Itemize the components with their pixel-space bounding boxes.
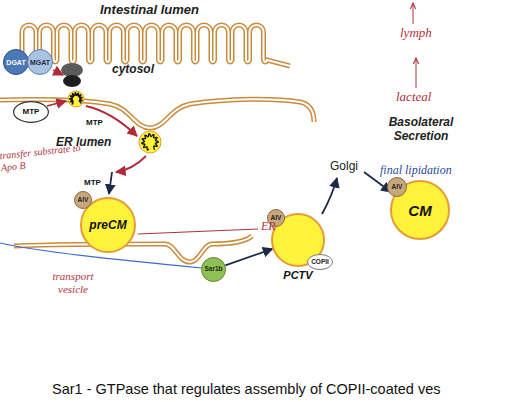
node-shape [28,50,53,75]
annotation-arrow [416,58,417,88]
annotation-arrow [413,3,414,24]
transfer-arrow [86,106,137,136]
apob-particle [68,91,84,107]
node-label: DGAT [6,59,25,66]
ribosome-large [61,63,83,77]
apob-particle [139,131,161,153]
apob-squiggles [70,93,433,250]
node-shape [14,102,49,123]
handwritten-note: transport vesicle [42,270,104,295]
er-membrane [0,99,314,128]
er-membrane-gap [0,99,314,128]
microvilli-membrane [4,25,290,66]
apob-chain [396,186,433,222]
flow-arrow [225,249,272,265]
region-label: Intestinal lumen [100,3,199,18]
footnote-text: Sar1 - GTPase that regulates assembly of… [52,381,440,398]
protein-oval: MTP [13,101,49,123]
handwritten-note: transfer substrate to Apo B [0,142,83,173]
enzyme-circle: DGAT [3,49,29,75]
handwritten-note: ER [261,220,276,234]
ribosome-small [63,75,81,87]
apolipoprotein-circle: AIV [74,191,92,209]
microvilli-gap [4,25,290,66]
handwritten-note: lymph [400,26,432,41]
transport-vesicle: PCTVAIVCOPII [271,213,325,267]
transfer-arrow [53,70,63,75]
protein-label: MTP [86,118,103,127]
node-label: MTP [23,108,40,116]
protein-label: MTP [84,178,101,187]
transfer-arrow [116,156,146,172]
coat-protein-oval: COPII [307,254,333,270]
enzyme-circle: MGAT [27,49,53,75]
node-label: Sar1b [204,266,222,273]
edges [225,249,272,265]
node-label: MGAT [30,59,50,66]
node-label: COPII [311,259,329,266]
transfer-arrow [47,101,66,106]
gtpase-circle: Sar1b [201,257,226,282]
apob-chain [277,219,306,250]
microvilli [4,25,290,66]
node-shape [308,255,333,270]
annotation-line [138,229,258,234]
apob-chain [142,134,159,150]
node-shape [388,178,407,197]
node-shape [391,181,449,239]
lipoprotein-particle: preCM AIV [80,197,136,253]
chylomicron-particle: CM AIV [390,180,450,240]
node-label: AIV [392,184,403,191]
region-label: cytosol [112,63,154,77]
process-label: Basolateral Secretion [382,116,460,144]
node-shape [202,258,226,282]
apob-chain [70,93,83,105]
node-label: AIV [78,197,89,204]
node-label: preCM [89,219,126,231]
apolipoprotein-circle: AIV [387,177,407,197]
node-shape [4,50,29,75]
organelle-label: Golgi [330,160,358,174]
node-label: PCTV [283,270,312,281]
flow-arrow [322,178,337,214]
handwritten-note: final lipidation [380,164,452,178]
flow-arrow [109,172,112,194]
handwritten-note: lacteal [396,90,431,105]
node-shape [75,192,92,209]
node-label: CM [408,203,431,218]
apob-chain [86,203,116,236]
